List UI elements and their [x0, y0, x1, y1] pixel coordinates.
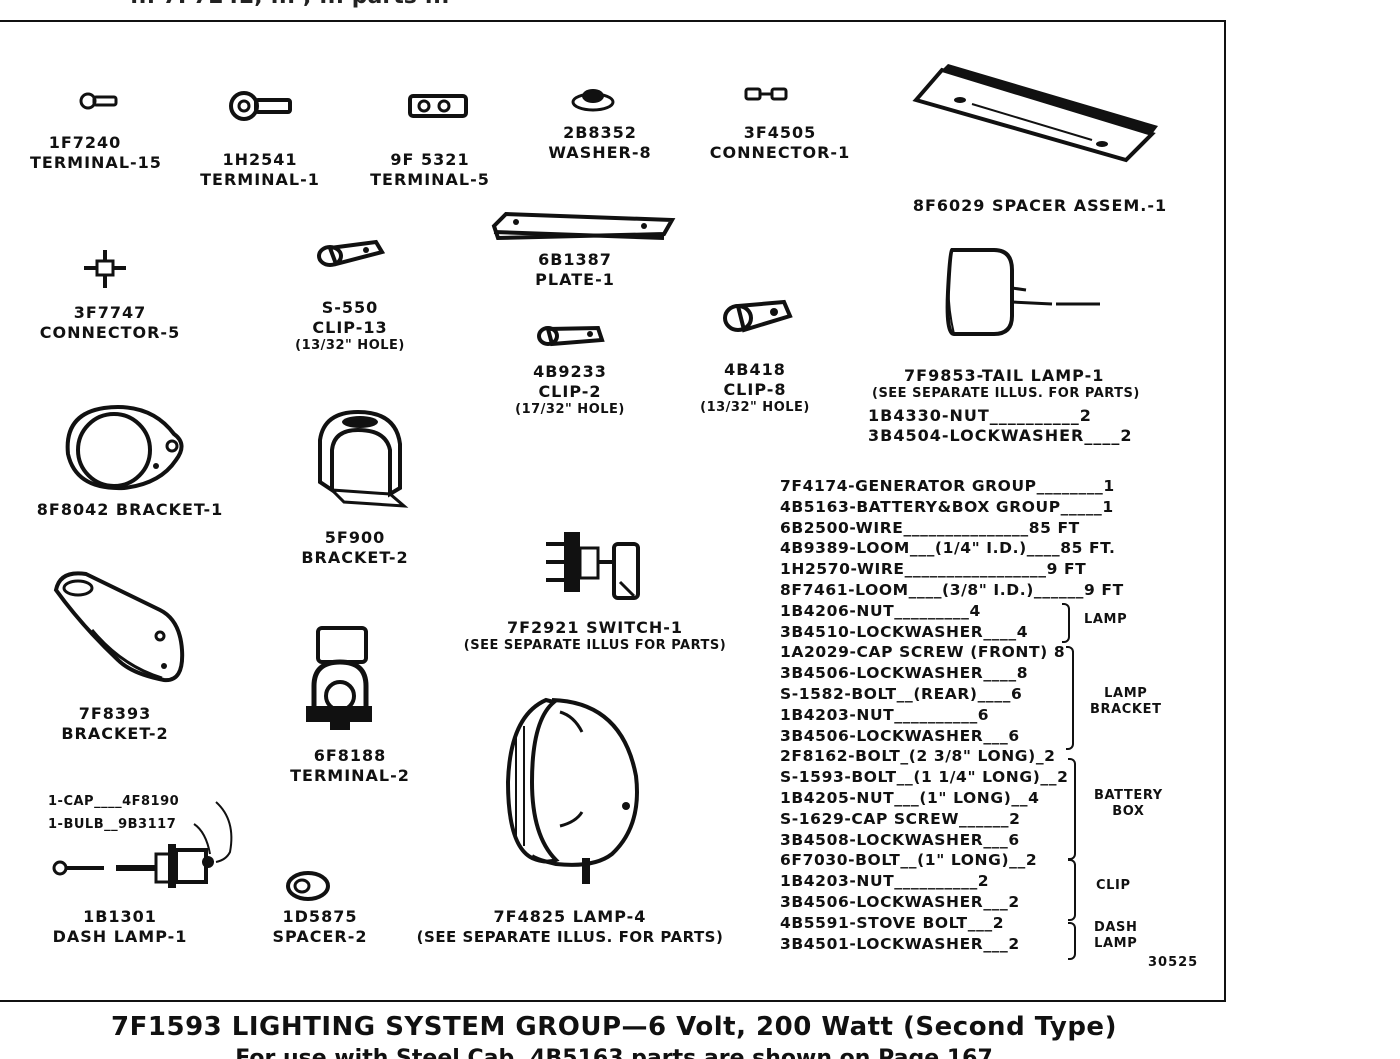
parts-list-row: 6F7030-BOLT__(1" LONG)__2	[780, 851, 1038, 870]
clip-4b418-drawing	[723, 299, 793, 333]
parts-list-row: S-1582-BOLT__(REAR)____6	[780, 685, 1023, 703]
parts-list-row: 3B4506-LOCKWASHER___2	[780, 893, 1020, 911]
clip-4b9233-drawing	[537, 325, 605, 347]
part-label-8f8042: 8F8042 BRACKET-1	[36, 500, 224, 519]
bracket-7f8393-drawing	[53, 571, 185, 683]
brace-dash-lamp	[1068, 922, 1076, 960]
brace-clip	[1068, 859, 1076, 921]
spacer-1d5875-drawing	[286, 871, 330, 901]
parts-list-row: 3B4506-LOCKWASHER___6	[780, 726, 1020, 745]
bracket-8f8042-drawing	[65, 405, 184, 491]
group-label-clip: CLIP	[1096, 878, 1131, 893]
parts-list-row: 2F8162-BOLT_(2 3/8" LONG)_2	[780, 747, 1056, 766]
bracket-5f900-drawing	[318, 409, 409, 508]
spacer-assembly-8f6029-drawing	[912, 64, 1158, 163]
plate-6b1387-drawing	[491, 211, 676, 241]
brace-lamp	[1062, 603, 1070, 643]
reference-number: 30525	[1148, 955, 1199, 970]
connector-3f7747-drawing	[84, 250, 126, 288]
parts-list-row: 4B9389-LOOM___(1/4" I.D.)____85 FT.	[780, 539, 1116, 558]
terminal-1f7240-drawing	[79, 92, 118, 110]
parts-list-row: S-1593-BOLT__(1 1/4" LONG)__2	[780, 768, 1069, 787]
diagram-frame	[0, 20, 1226, 1002]
parts-list-row: 4B5163-BATTERY&BOX GROUP_____1	[780, 497, 1114, 516]
part-label-7f9853: 7F9853-TAIL LAMP-1 (SEE SEPARATE ILLUS. …	[868, 366, 1140, 445]
dash-note-bulb: 1-BULB__9B3117	[48, 817, 177, 832]
dash-lamp-1b1301-drawing	[52, 801, 233, 888]
clip-s550-drawing	[317, 239, 386, 267]
parts-list-row: 1A2029-CAP SCREW (FRONT) 8	[780, 643, 1066, 662]
parts-list-row: 3B4510-LOCKWASHER____4	[780, 622, 1029, 641]
top-caption: ... 7F7242, ... , ... parts ...	[130, 0, 1130, 8]
parts-list-row: 3B4508-LOCKWASHER___6	[780, 830, 1020, 849]
parts-list-row: 3B4506-LOCKWASHER____8	[780, 664, 1029, 683]
tail-lamp-7f9853-drawing	[945, 248, 1100, 336]
figure-subtitle: For use with Steel Cab. 4B5163 parts are…	[235, 1046, 993, 1059]
parts-list-row: 1B4203-NUT__________6	[780, 705, 990, 724]
parts-list-row: 4B5591-STOVE BOLT___2	[780, 913, 1005, 932]
parts-list-row: S-1629-CAP SCREW______2	[780, 809, 1021, 828]
parts-list-row: 1B4206-NUT_________4	[780, 601, 981, 620]
parts-list-row: 1B4205-NUT___(1" LONG)__4	[780, 789, 1040, 807]
terminal-6f8188-drawing	[306, 626, 372, 730]
switch-7f2921-drawing	[546, 532, 640, 600]
lamp-7f4825-drawing	[505, 697, 639, 884]
brace-battery-box	[1068, 758, 1076, 860]
part-label-7f4825: 7F4825 LAMP-4 (SEE SEPARATE ILLUS. FOR P…	[416, 907, 724, 946]
parts-list-row: 6B2500-WIRE_______________85 FT	[780, 518, 1080, 537]
washer-2b8352-drawing	[571, 89, 615, 112]
terminal-9f5321-drawing	[408, 94, 468, 118]
parts-list-row: 1B4203-NUT__________2	[780, 872, 990, 891]
dash-note-cap: 1-CAP____4F8190	[48, 794, 180, 809]
group-label-lamp: LAMP	[1084, 612, 1128, 627]
parts-list-row: 3B4501-LOCKWASHER___2	[780, 934, 1020, 953]
part-label-7f2921: 7F2921 SWITCH-1 (SEE SEPARATE ILLUS FOR …	[463, 618, 727, 653]
connector-3f4505-drawing	[744, 87, 788, 101]
terminal-1h2541-drawing	[229, 91, 292, 121]
parts-list-row: 1H2570-WIRE_________________9 FT	[780, 560, 1087, 579]
figure-title: 7F1593 LIGHTING SYSTEM GROUP—6 Volt, 200…	[111, 1012, 1117, 1042]
parts-list-row: 7F4174-GENERATOR GROUP________1	[780, 477, 1115, 495]
brace-lamp-bracket	[1066, 646, 1074, 750]
parts-list-row: 8F7461-LOOM____(3/8" I.D.)______9 FT	[780, 581, 1124, 599]
part-label-8f6029: 8F6029 SPACER ASSEM.-1	[912, 196, 1168, 215]
